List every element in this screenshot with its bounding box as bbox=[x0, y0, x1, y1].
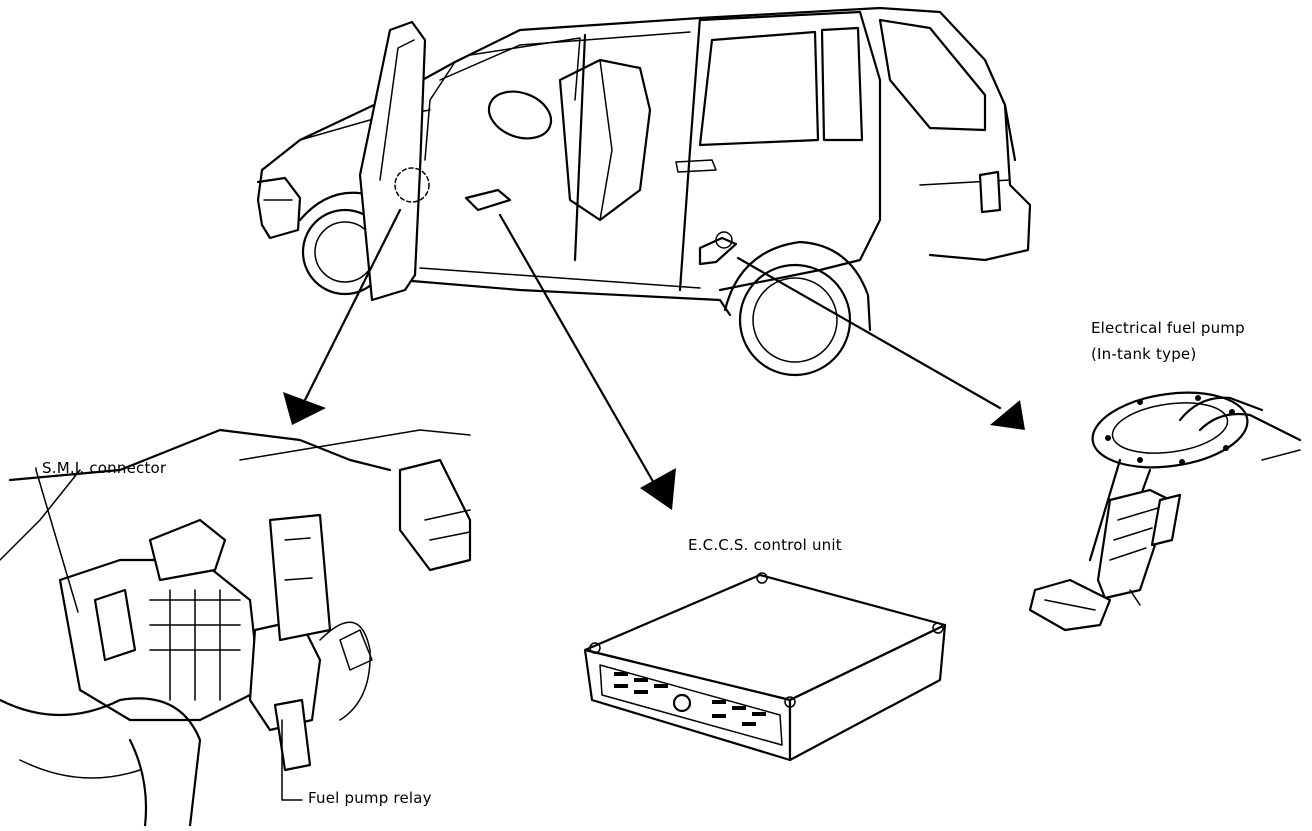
eccs-control-unit-label: E.C.C.S. control unit bbox=[688, 536, 842, 554]
arrow-to-eccs-unit bbox=[498, 213, 676, 510]
fuel-pump-detail bbox=[1028, 391, 1302, 632]
electrical-fuel-pump-label: Electrical fuel pump bbox=[1091, 319, 1245, 337]
in-tank-type-label: (In-tank type) bbox=[1091, 345, 1197, 363]
eccs-unit-detail bbox=[583, 572, 947, 762]
fuel-pump-relay-label: Fuel pump relay bbox=[308, 789, 432, 807]
smj-connector-label: S.M.J. connector bbox=[42, 459, 167, 477]
arrow-to-smj-connector bbox=[283, 208, 402, 425]
arrow-to-fuel-pump bbox=[736, 256, 1025, 430]
vehicle-illustration bbox=[256, 6, 1032, 377]
smj-relay-detail bbox=[0, 428, 472, 828]
